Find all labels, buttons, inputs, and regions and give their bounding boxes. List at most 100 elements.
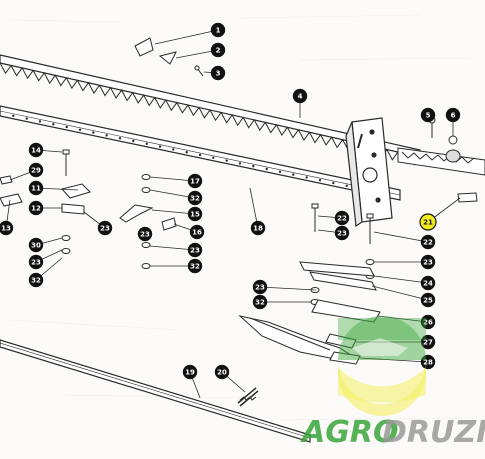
callout-26-marker bbox=[420, 314, 436, 330]
bar-hole bbox=[345, 184, 348, 187]
callout-11-label: 11 bbox=[31, 185, 41, 193]
center-bolts bbox=[310, 203, 375, 305]
callout-23-label: 23 bbox=[190, 247, 200, 255]
callout-23-marker bbox=[420, 254, 436, 270]
finger-bar bbox=[0, 105, 401, 201]
callout-1-marker bbox=[210, 22, 226, 38]
leader-line bbox=[373, 275, 429, 284]
callout-3-marker bbox=[210, 65, 226, 81]
watermark-text: AGRO DRUZI bbox=[300, 415, 485, 450]
callout-28-marker bbox=[420, 354, 436, 370]
callout-15-marker bbox=[187, 206, 203, 222]
callout-5-marker bbox=[420, 107, 436, 123]
leader-line bbox=[149, 176, 196, 182]
callout-26-label: 26 bbox=[423, 319, 433, 327]
callout-23-marker bbox=[97, 220, 113, 236]
callout-13-marker bbox=[0, 220, 14, 236]
callout-30-label: 30 bbox=[31, 242, 41, 250]
spring-part bbox=[237, 387, 259, 407]
callout-5-label: 5 bbox=[426, 112, 431, 120]
callout-22-marker bbox=[334, 210, 350, 226]
callout-4-label: 4 bbox=[298, 93, 303, 101]
callout-18-marker bbox=[250, 220, 266, 236]
callout-27-label: 27 bbox=[423, 339, 433, 347]
callout-17-label: 17 bbox=[190, 178, 200, 186]
leader-line bbox=[259, 286, 317, 291]
callout-23-label: 23 bbox=[31, 259, 41, 267]
callout-13-label: 13 bbox=[1, 225, 11, 233]
bar-hole bbox=[278, 170, 282, 173]
callout-22-label: 22 bbox=[423, 239, 433, 247]
long-bar bbox=[0, 339, 311, 443]
callout-16-label: 16 bbox=[192, 229, 202, 237]
bar-hole bbox=[252, 165, 255, 168]
bar-hole bbox=[52, 123, 55, 126]
knife-guard bbox=[238, 315, 361, 365]
callout-19-label: 19 bbox=[185, 369, 195, 377]
leader-line bbox=[149, 189, 196, 199]
wear-plate-part bbox=[457, 192, 478, 203]
bar-hole bbox=[172, 148, 175, 151]
bar-hole bbox=[225, 159, 228, 162]
bar-hole bbox=[185, 151, 188, 154]
callout-23-marker bbox=[137, 226, 153, 242]
callout-18-label: 18 bbox=[253, 225, 263, 233]
callout-22-label: 22 bbox=[337, 215, 347, 223]
top-small-parts bbox=[134, 37, 204, 77]
callout-11-marker bbox=[28, 180, 44, 196]
callout-23-marker bbox=[28, 254, 44, 270]
bar-hole bbox=[265, 167, 268, 171]
callout-32-label: 32 bbox=[31, 277, 41, 285]
knife-end-plate bbox=[397, 116, 485, 176]
callout-6-marker bbox=[445, 107, 461, 123]
knife-head-bracket bbox=[345, 117, 393, 228]
bar-hole bbox=[38, 120, 42, 123]
callout-22-marker bbox=[420, 234, 436, 250]
bar-hole bbox=[105, 134, 108, 137]
callout-19-marker bbox=[182, 364, 198, 380]
watermark-part2: DRUZI bbox=[382, 415, 485, 450]
callout-25-label: 25 bbox=[423, 297, 433, 305]
callout-21-label: 21 bbox=[423, 219, 433, 227]
bar-hole bbox=[25, 117, 28, 120]
callout-23-marker bbox=[252, 279, 268, 295]
leader-line bbox=[149, 245, 196, 251]
callout-32-marker bbox=[187, 190, 203, 206]
callout-2-marker bbox=[210, 42, 226, 58]
bar-hole bbox=[212, 156, 215, 159]
callout-28-label: 28 bbox=[423, 359, 433, 367]
callout-23-marker bbox=[334, 225, 350, 241]
callout-4-marker bbox=[292, 88, 308, 104]
bar-hole bbox=[292, 173, 295, 176]
leader-line bbox=[377, 315, 429, 323]
callout-32-marker bbox=[28, 272, 44, 288]
callout-20-marker bbox=[214, 364, 230, 380]
callout-6-label: 6 bbox=[451, 112, 456, 120]
callout-15-label: 15 bbox=[190, 211, 200, 219]
left-cluster-parts bbox=[0, 149, 177, 269]
watermark-logo bbox=[338, 316, 426, 416]
callout-3-label: 3 bbox=[216, 70, 221, 78]
leader-line bbox=[371, 285, 429, 301]
callout-14-label: 14 bbox=[31, 147, 41, 155]
leader-line bbox=[373, 231, 429, 243]
callout-27-marker bbox=[420, 334, 436, 350]
bar-hole bbox=[318, 179, 322, 182]
callout-23-label: 23 bbox=[100, 225, 110, 233]
callout-25-marker bbox=[420, 292, 436, 308]
bar-hole bbox=[145, 142, 148, 145]
callout-17-marker bbox=[187, 173, 203, 189]
callout-32-label: 32 bbox=[190, 263, 200, 271]
bar-hole bbox=[65, 125, 68, 129]
callout-23-label: 23 bbox=[140, 231, 150, 239]
callout-16-marker bbox=[189, 224, 205, 240]
callout-30-marker bbox=[28, 237, 44, 253]
callout-2-label: 2 bbox=[216, 47, 221, 55]
bar-hole bbox=[332, 181, 335, 185]
callout-29-marker bbox=[28, 162, 44, 178]
bar-hole bbox=[238, 162, 242, 165]
callout-12-marker bbox=[28, 200, 44, 216]
